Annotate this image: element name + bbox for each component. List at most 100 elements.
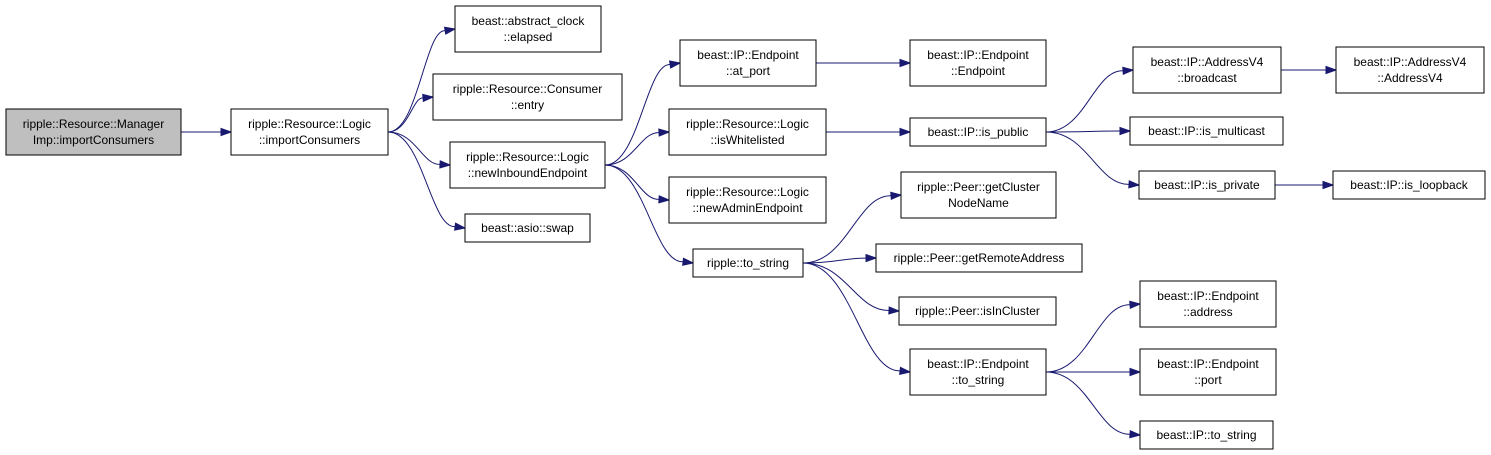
node-new-admin[interactable]: ripple::Resource::Logic::newAdminEndpoin…	[668, 176, 827, 224]
node-abstract-clock[interactable]: beast::abstract_clock::elapsed	[454, 5, 602, 53]
edge-new-inbound-to-to-string-ripple	[604, 164, 695, 266]
node-label: ::newAdminEndpoint	[692, 201, 803, 215]
node-ip-to-string[interactable]: beast::IP::to_string	[1139, 420, 1274, 450]
node-label: beast::IP::is_multicast	[1148, 124, 1265, 138]
node-label: ripple::Resource::Manager	[23, 117, 164, 131]
edge-is-whitelisted-to-is-public	[826, 127, 912, 137]
node-get-remote-address[interactable]: ripple::Peer::getRemoteAddress	[875, 243, 1083, 273]
node-label: ::address	[1183, 305, 1232, 319]
edge-to-string-ripple-to-endpoint-to-string	[802, 262, 912, 375]
edge-arrowhead	[668, 60, 682, 69]
nodes-layer: ripple::Resource::ManagerImp::importCons…	[5, 5, 1486, 450]
node-box	[432, 73, 623, 121]
node-label: ripple::Resource::Logic	[686, 117, 809, 131]
edge-arrowhead	[1322, 180, 1335, 190]
node-endpoint-to-string[interactable]: beast::IP::Endpoint::to_string	[909, 348, 1047, 396]
node-label: ::isWhitelisted	[710, 133, 784, 147]
node-root[interactable]: ripple::Resource::ManagerImp::importCons…	[5, 108, 182, 156]
node-label: beast::asio::swap	[481, 221, 574, 235]
edges-layer	[181, 26, 1338, 439]
edge-is-public-to-is-multicast	[1045, 126, 1132, 136]
node-box	[898, 296, 1057, 326]
node-asio-swap[interactable]: beast::asio::swap	[464, 213, 591, 243]
node-at-port[interactable]: beast::IP::Endpoint::at_port	[679, 39, 817, 87]
node-is-loopback[interactable]: beast::IP::is_loopback	[1332, 170, 1486, 200]
edge-logic-import-to-abstract-clock	[387, 26, 457, 133]
node-logic-import[interactable]: ripple::Resource::Logic::importConsumers	[230, 108, 389, 156]
edge-line	[802, 257, 867, 264]
edge-line	[604, 132, 660, 166]
edge-arrowhead	[888, 306, 901, 315]
node-box	[668, 108, 827, 156]
edge-endpoint-to-string-to-ip-to-string	[1045, 371, 1142, 439]
node-is-in-cluster[interactable]: ripple::Peer::isInCluster	[898, 296, 1057, 326]
edge-endpoint-to-string-to-endpoint-address	[1045, 300, 1142, 373]
edge-arrowhead	[1122, 66, 1135, 76]
edge-arrowhead	[1119, 126, 1132, 136]
edge-line	[1045, 131, 1130, 185]
edge-arrowhead	[899, 58, 912, 68]
node-label: ::entry	[511, 98, 544, 112]
edge-root-to-logic-import	[181, 127, 233, 137]
node-box	[1139, 420, 1274, 450]
edge-logic-import-to-new-inbound	[387, 131, 452, 169]
node-box	[692, 248, 804, 278]
node-endpoint-address[interactable]: beast::IP::Endpoint::address	[1139, 280, 1277, 328]
node-is-public[interactable]: beast::IP::is_public	[909, 117, 1047, 147]
node-label: ripple::to_string	[707, 256, 789, 270]
edge-new-inbound-to-at-port	[604, 60, 682, 166]
node-addressv4-ctor[interactable]: beast::IP::AddressV4::AddressV4	[1335, 46, 1485, 94]
node-label: ::port	[1194, 373, 1222, 387]
node-box	[1132, 46, 1282, 94]
node-label: ripple::Resource::Logic	[466, 150, 589, 164]
edge-arrowhead	[658, 195, 671, 204]
edge-line	[802, 262, 890, 311]
node-new-inbound[interactable]: ripple::Resource::Logic::newInboundEndpo…	[449, 141, 606, 189]
edge-line	[604, 164, 660, 200]
edge-line	[1045, 371, 1131, 435]
node-label: beast::IP::Endpoint	[1157, 289, 1259, 303]
node-box	[449, 141, 606, 189]
node-box	[900, 171, 1057, 219]
node-label: beast::IP::is_loopback	[1350, 178, 1468, 192]
edge-arrowhead	[658, 128, 671, 137]
node-label: ::at_port	[726, 64, 771, 78]
edge-arrowhead	[443, 26, 457, 35]
node-label: NodeName	[948, 196, 1009, 210]
node-broadcast[interactable]: beast::IP::AddressV4::broadcast	[1132, 46, 1282, 94]
node-box	[464, 213, 591, 243]
node-box	[909, 39, 1047, 87]
node-is-private[interactable]: beast::IP::is_private	[1138, 170, 1276, 200]
node-is-multicast[interactable]: beast::IP::is_multicast	[1129, 116, 1284, 146]
edge-arrowhead	[1129, 300, 1142, 310]
node-endpoint-ctor[interactable]: beast::IP::Endpoint::Endpoint	[909, 39, 1047, 87]
edge-arrowhead	[220, 127, 233, 137]
node-box	[1335, 46, 1485, 94]
node-label: ::broadcast	[1177, 71, 1237, 85]
node-box	[909, 117, 1047, 147]
edge-arrowhead	[1325, 65, 1338, 75]
node-label: Imp::importConsumers	[33, 133, 154, 147]
node-label: beast::IP::AddressV4	[1354, 55, 1467, 69]
node-endpoint-port[interactable]: beast::IP::Endpoint::port	[1139, 348, 1277, 396]
node-label: ripple::Peer::isInCluster	[915, 304, 1040, 318]
edge-broadcast-to-addressv4-ctor	[1281, 65, 1338, 75]
edge-line	[1045, 130, 1121, 133]
node-label: beast::IP::to_string	[1156, 428, 1256, 442]
node-to-string-ripple[interactable]: ripple::to_string	[692, 248, 804, 278]
node-label: beast::IP::Endpoint	[927, 48, 1029, 62]
node-label: beast::IP::is_public	[928, 125, 1029, 139]
node-consumer-entry[interactable]: ripple::Resource::Consumer::entry	[432, 73, 623, 121]
edge-line	[802, 195, 892, 264]
edge-logic-import-to-consumer-entry	[387, 93, 435, 133]
edge-arrowhead	[682, 257, 695, 266]
node-box	[668, 176, 827, 224]
node-box	[1129, 116, 1284, 146]
node-box	[679, 39, 817, 87]
node-is-whitelisted[interactable]: ripple::Resource::Logic::isWhitelisted	[668, 108, 827, 156]
node-box	[909, 348, 1047, 396]
edge-new-inbound-to-is-whitelisted	[604, 128, 671, 166]
edge-line	[387, 97, 424, 133]
